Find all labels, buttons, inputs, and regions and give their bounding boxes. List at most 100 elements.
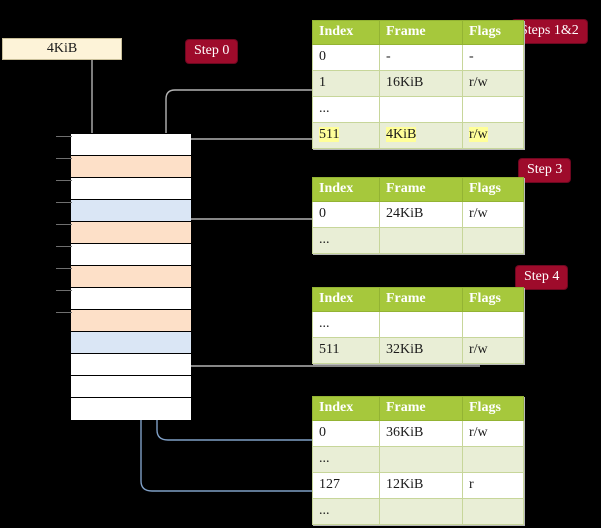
cell-flags: -: [462, 44, 524, 71]
memory-frame-8: [71, 310, 191, 332]
column-header-flags: Flags: [462, 177, 524, 202]
cell-index: 511: [312, 122, 380, 149]
column-header-index: Index: [312, 287, 380, 312]
cell-text: r/w: [469, 75, 488, 90]
cell-flags: r: [462, 472, 524, 499]
cell-text: 0: [319, 49, 326, 64]
cell-flags: [462, 446, 524, 473]
cell-text: r: [469, 477, 474, 492]
cell-flags: r/w: [462, 420, 524, 447]
cell-index: 0: [312, 44, 380, 71]
cell-text: 1: [319, 75, 326, 90]
cell-flags: r/w: [462, 337, 524, 364]
cell-text: 36KiB: [386, 425, 424, 440]
cell-text: -: [469, 49, 474, 64]
badge-steps-1-2: Steps 1&2: [512, 20, 587, 43]
table-row: ...: [312, 96, 524, 123]
table-row: ...: [312, 446, 524, 473]
cell-frame: [379, 446, 463, 473]
virtual-page-label: 4KiB: [46, 41, 78, 56]
cell-flags: [462, 96, 524, 123]
badge-step-4: Step 4: [516, 266, 568, 289]
cell-text: ...: [319, 503, 330, 518]
cell-text: ...: [319, 316, 330, 331]
cell-index: 0: [312, 420, 380, 447]
table-row: ...: [312, 311, 524, 338]
cell-frame: 16KiB: [379, 70, 463, 97]
column-header-index: Index: [312, 396, 380, 421]
table-row: 0 - -: [312, 44, 524, 71]
badge-step-3: Step 3: [519, 159, 571, 182]
cell-text: 511: [319, 127, 340, 142]
cell-index: 1: [312, 70, 380, 97]
cell-frame: 12KiB: [379, 472, 463, 499]
column-header-flags: Flags: [462, 20, 524, 45]
cell-index: 511: [312, 337, 380, 364]
memory-tick-0: [56, 136, 72, 137]
memory-frame-11: [71, 376, 191, 398]
cell-frame: 24KiB: [379, 201, 463, 228]
cell-text: ...: [319, 101, 330, 116]
table-row: 511 4KiB r/w: [312, 122, 524, 149]
column-header-frame: Frame: [379, 177, 463, 202]
cell-index: 0: [312, 201, 380, 228]
cell-text: -: [386, 49, 391, 64]
memory-tick-7: [56, 290, 72, 291]
memory-frame-0: [71, 134, 191, 156]
column-header-flags: Flags: [462, 396, 524, 421]
cell-text: 4KiB: [386, 127, 417, 142]
memory-frame-10: [71, 354, 191, 376]
cell-frame: -: [379, 44, 463, 71]
memory-frame-4: [71, 222, 191, 244]
cell-index: ...: [312, 311, 380, 338]
cell-index: ...: [312, 446, 380, 473]
cell-text: ...: [319, 451, 330, 466]
cell-text: 16KiB: [386, 75, 424, 90]
memory-tick-4: [56, 224, 72, 225]
cell-frame: [379, 96, 463, 123]
memory-frame-9: [71, 332, 191, 354]
virtual-page-box: 4KiB: [2, 38, 122, 60]
table-row: 0 36KiB r/w: [312, 420, 524, 447]
cell-text: r/w: [469, 206, 488, 221]
badge-step-0: Step 0: [186, 40, 238, 63]
column-header-index: Index: [312, 177, 380, 202]
memory-tick-3: [56, 202, 72, 203]
cell-flags: [462, 498, 524, 525]
memory-frame-7: [71, 288, 191, 310]
cell-frame: 4KiB: [379, 122, 463, 149]
cell-flags: r/w: [462, 122, 524, 149]
memory-frame-3: [71, 200, 191, 222]
memory-frame-12: [71, 398, 191, 420]
table-row: 1 16KiB r/w: [312, 70, 524, 97]
column-header-frame: Frame: [379, 287, 463, 312]
cell-text: 12KiB: [386, 477, 424, 492]
column-header-flags: Flags: [462, 287, 524, 312]
column-header-frame: Frame: [379, 396, 463, 421]
cell-text: ...: [319, 232, 330, 247]
memory-tick-6: [56, 268, 72, 269]
cell-frame: [379, 227, 463, 254]
cell-text: 0: [319, 425, 326, 440]
memory-tick-8: [56, 312, 72, 313]
cell-text: 24KiB: [386, 206, 424, 221]
physical-memory-column: [70, 133, 191, 420]
memory-frame-1: [71, 156, 191, 178]
cell-text: r/w: [469, 425, 488, 440]
memory-frame-2: [71, 178, 191, 200]
cell-frame: 32KiB: [379, 337, 463, 364]
column-header-frame: Frame: [379, 20, 463, 45]
memory-frame-5: [71, 244, 191, 266]
cell-flags: r/w: [462, 201, 524, 228]
cell-flags: r/w: [462, 70, 524, 97]
table-row: ...: [312, 498, 524, 525]
cell-index: ...: [312, 96, 380, 123]
cell-flags: [462, 227, 524, 254]
cell-frame: [379, 498, 463, 525]
cell-index: ...: [312, 227, 380, 254]
